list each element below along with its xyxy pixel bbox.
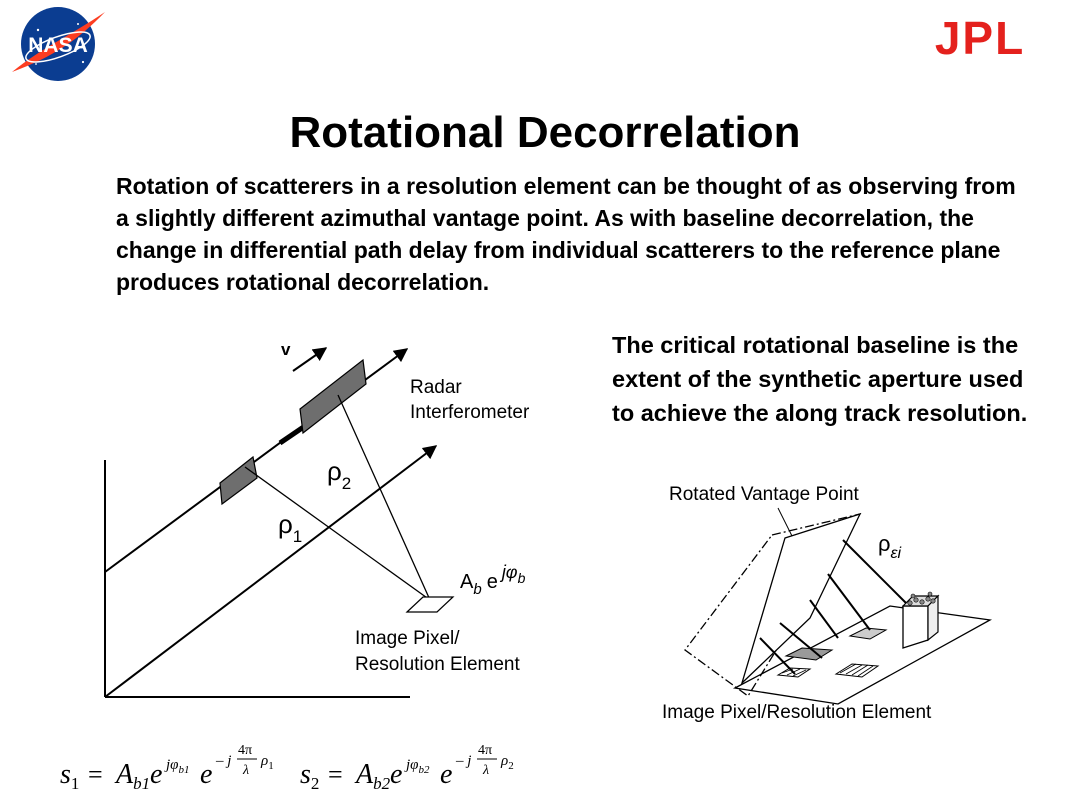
rho1-label: ρ1 xyxy=(278,509,302,546)
velocity-arrow xyxy=(292,347,328,372)
intro-paragraph: Rotation of scatterers in a resolution e… xyxy=(116,173,1016,295)
svg-text:e: e xyxy=(200,759,212,790)
equation-s2: s2 = Ab2 e jφb2 e – j 4π λ ρ2 xyxy=(300,743,514,793)
rho-epsilon-label: ρεi xyxy=(878,531,902,562)
radar-label-line1: Radar xyxy=(410,377,462,398)
radar-label-line2: Interferometer xyxy=(410,402,530,423)
pixel-resolution-label: Image Pixel/Resolution Element xyxy=(662,702,932,723)
pixel-label-line1: Image Pixel/ xyxy=(355,628,460,649)
image-pixel xyxy=(405,596,455,613)
svg-text:λ: λ xyxy=(482,763,489,778)
svg-text:s2: s2 xyxy=(300,759,319,793)
pixel-tile-hatch xyxy=(781,663,874,677)
velocity-label: v xyxy=(281,340,291,359)
ray-middle xyxy=(827,573,871,631)
jpl-logo: JPL xyxy=(935,18,1025,58)
svg-text:ρ1: ρ1 xyxy=(260,753,274,772)
svg-text:e: e xyxy=(150,759,162,790)
critical-baseline-note: The critical rotational baseline is the … xyxy=(612,332,1028,426)
equation-s1: s1 = Ab1 e jφb1 e – j 4π λ ρ1 xyxy=(60,743,274,793)
svg-text:– j: – j xyxy=(455,753,471,769)
svg-text:=: = xyxy=(88,760,103,789)
svg-text:4π: 4π xyxy=(478,743,492,758)
ray-lower xyxy=(809,599,839,639)
rotated-plane-dashed xyxy=(684,513,862,697)
ray-bottom-2 xyxy=(759,637,796,675)
antenna-element-2 xyxy=(299,358,367,435)
svg-text:=: = xyxy=(328,760,343,789)
svg-text:s1: s1 xyxy=(60,759,79,793)
svg-text:Ab1: Ab1 xyxy=(114,759,150,793)
svg-text:λ: λ xyxy=(242,763,249,778)
reference-plane xyxy=(740,512,862,686)
svg-text:jφb2: jφb2 xyxy=(404,757,430,776)
nasa-logo: NASA xyxy=(12,7,105,81)
range-line-rho1 xyxy=(244,466,431,601)
slide-title: Rotational Decorrelation xyxy=(289,108,801,157)
rotated-vantage-label: Rotated Vantage Point xyxy=(669,484,860,505)
antenna-element-1 xyxy=(219,455,258,506)
jpl-wordmark: JPL xyxy=(935,18,1025,58)
svg-text:ρ2: ρ2 xyxy=(500,753,514,772)
range-line-rho2 xyxy=(337,394,431,601)
box-scatterer-front xyxy=(902,605,929,649)
rotated-vantage-diagram: Rotated Vantage Point ρεi Image Pixel/Re… xyxy=(662,484,993,723)
pixel-tile-1 xyxy=(848,627,888,640)
pixel-label-line2: Resolution Element xyxy=(355,654,520,675)
signal-equations: s1 = Ab1 e jφb1 e – j 4π λ ρ1 s2 = Ab2 e… xyxy=(60,743,514,793)
svg-text:e: e xyxy=(390,759,402,790)
svg-text:jφb1: jφb1 xyxy=(164,757,189,776)
svg-text:Ab2: Ab2 xyxy=(354,759,391,793)
svg-text:– j: – j xyxy=(215,753,231,769)
baseline-connector xyxy=(278,423,307,446)
svg-text:4π: 4π xyxy=(238,743,252,758)
svg-text:e: e xyxy=(440,759,452,790)
ray-top xyxy=(842,539,907,604)
ray-bottom-1 xyxy=(779,622,823,659)
nasa-wordmark: NASA xyxy=(28,34,88,57)
rho2-label: ρ2 xyxy=(327,456,351,493)
lower-track-arrow xyxy=(104,445,438,698)
